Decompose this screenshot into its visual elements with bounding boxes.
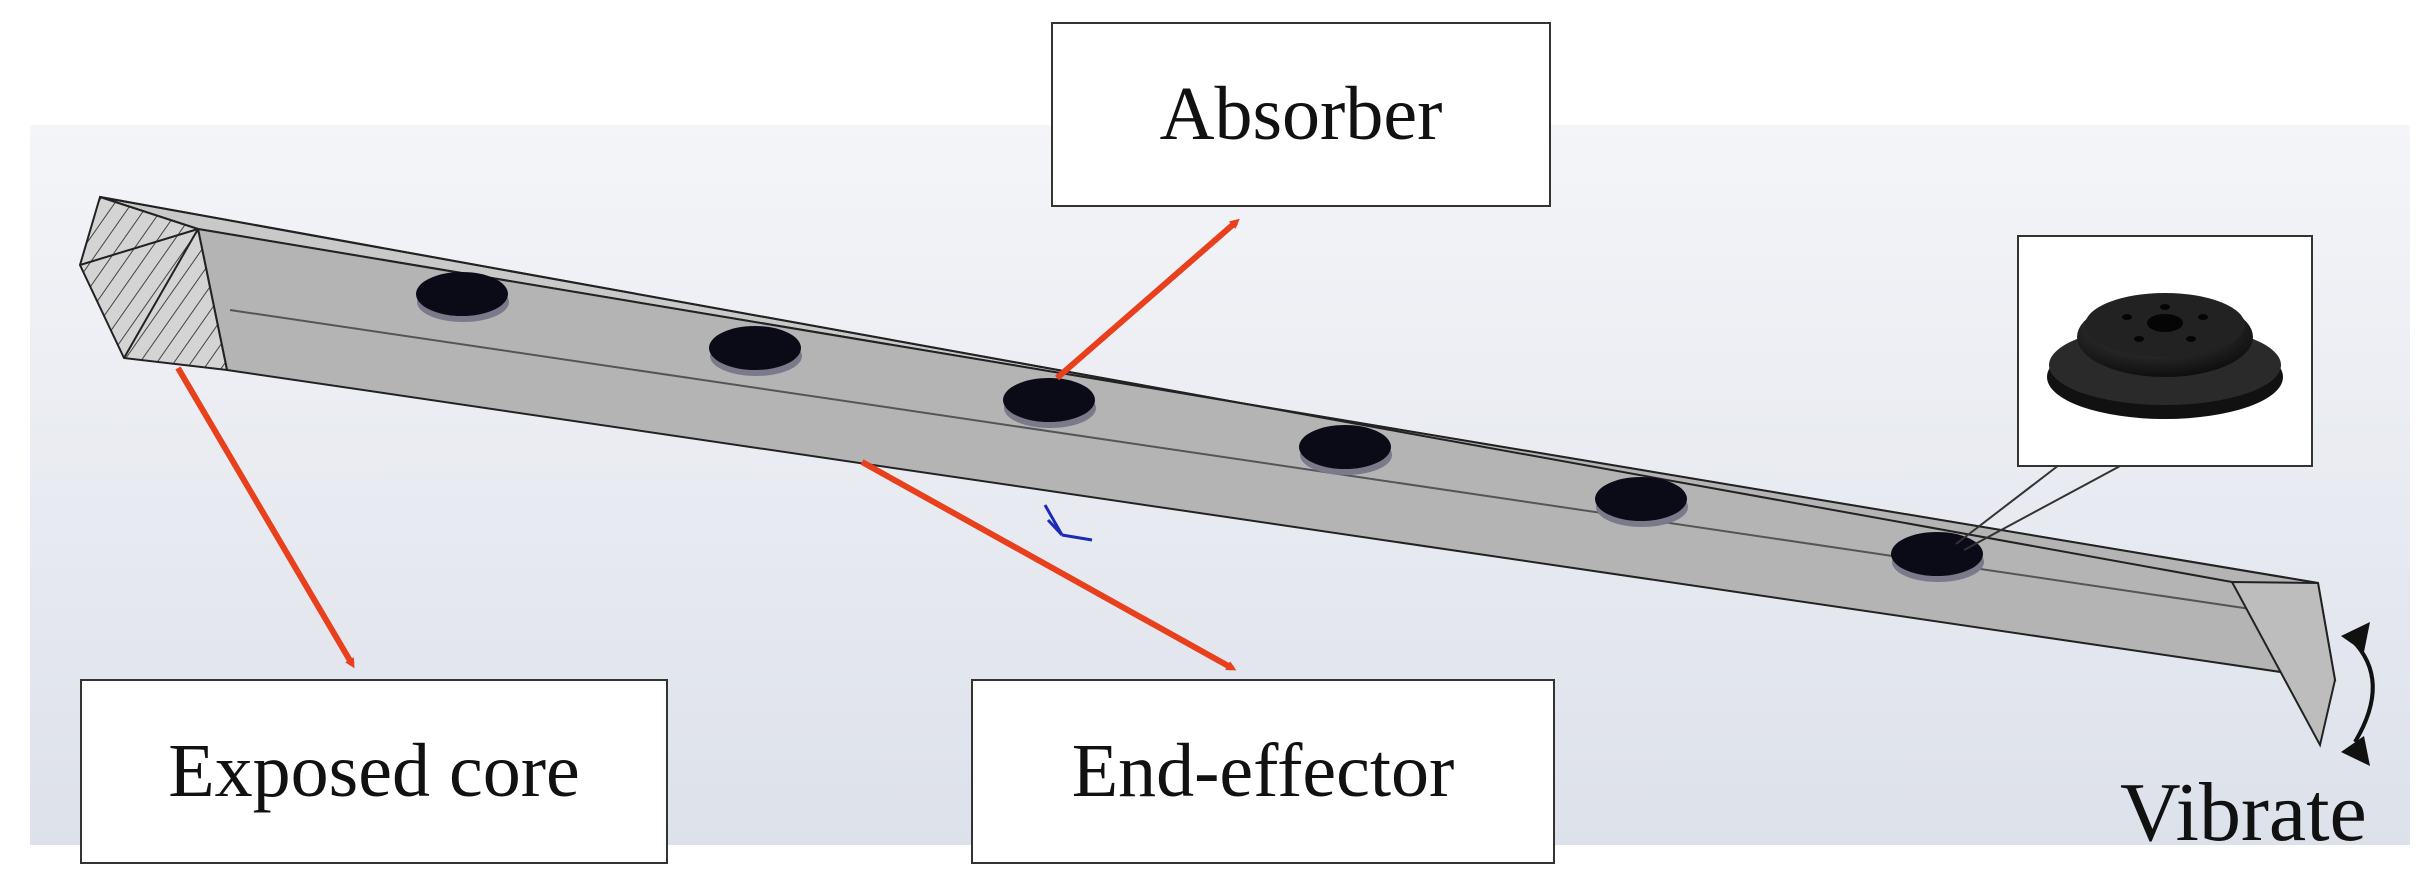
cup-center-hole xyxy=(2147,314,2183,332)
absorber-cup xyxy=(709,326,801,370)
absorber-label: Absorber xyxy=(1159,72,1443,156)
exposed-core-face xyxy=(78,195,229,372)
exposed-core-label: Exposed core xyxy=(168,729,580,813)
absorber-arrow xyxy=(1055,218,1240,381)
vibrate-label: Vibrate xyxy=(2120,766,2367,859)
absorber-cup xyxy=(1595,477,1687,521)
end-effector-label: End-effector xyxy=(1071,729,1455,813)
exposed-core-divider xyxy=(79,228,199,266)
cup-hole xyxy=(2186,336,2196,342)
cup-hole xyxy=(2134,336,2144,342)
exposed-core-label-box: Exposed core xyxy=(80,679,668,864)
suction-cup-absorber-icon xyxy=(2047,293,2283,419)
exposed-core-divider-2 xyxy=(123,228,199,359)
beam-right-end-face xyxy=(2230,580,2337,748)
inset-callout-line xyxy=(1963,464,2123,551)
vibrate-arrowhead-top xyxy=(2341,622,2370,652)
vibrate-arrowhead-bottom xyxy=(2341,736,2370,766)
absorber-cup xyxy=(1299,425,1391,469)
inset-callout-line xyxy=(1955,464,2060,545)
absorber-cup xyxy=(416,272,508,316)
cup-hole xyxy=(2198,314,2208,320)
absorber-inset-box xyxy=(2017,235,2313,467)
end-effector-label-box: End-effector xyxy=(971,679,1555,864)
absorber-cup xyxy=(1891,532,1983,576)
absorber-cup xyxy=(1003,378,1095,422)
beam-top-edge xyxy=(99,196,2233,583)
coordinate-triad-icon xyxy=(1043,504,1093,542)
cup-hole xyxy=(2122,314,2132,320)
exposed-core-arrow xyxy=(175,366,355,669)
cup-hole xyxy=(2160,304,2170,310)
end-effector-arrow xyxy=(860,459,1237,671)
absorber-label-box: Absorber xyxy=(1051,22,1551,207)
triad-axis-z xyxy=(1046,518,1064,537)
triad-axis-x xyxy=(1061,533,1093,542)
absorber-group xyxy=(416,272,1984,582)
